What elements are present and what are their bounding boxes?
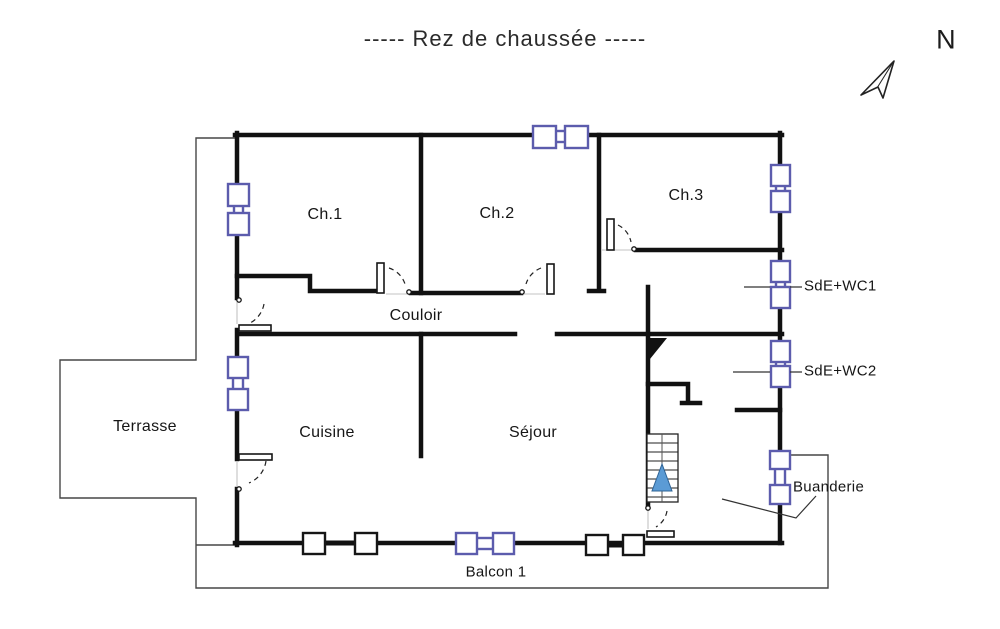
annotation-buanderie: Buanderie xyxy=(793,478,865,496)
room-label-couloir: Couloir xyxy=(389,307,443,324)
door-sejour-entry xyxy=(645,505,675,538)
room-label-sejour: Séjour xyxy=(508,424,558,441)
terrace-balcony-outline xyxy=(59,137,829,589)
window-sejour-bottom xyxy=(454,531,516,556)
window-ch1 xyxy=(226,182,251,237)
stairs-up-arrow-icon xyxy=(651,462,673,492)
room-label-cuisine: Cuisine xyxy=(299,424,355,441)
annotation-sde-wc2: SdE+WC2 xyxy=(804,362,877,380)
room-label-ch2: Ch.2 xyxy=(479,205,515,222)
wall-corner-marker xyxy=(650,338,667,359)
door-thresholds xyxy=(236,249,649,529)
window-ch2-top xyxy=(531,124,590,150)
window-buanderie xyxy=(768,449,792,506)
window-sde-wc2 xyxy=(769,339,792,389)
door-ch3 xyxy=(606,218,637,252)
door-ch1 xyxy=(376,262,412,295)
room-label-ch3: Ch.3 xyxy=(668,187,704,204)
annotation-sde-wc1: SdE+WC1 xyxy=(804,277,877,295)
wall-hook xyxy=(645,381,703,406)
door-terrasse-couloir xyxy=(236,297,272,332)
door-cuisine xyxy=(236,453,273,492)
page-title: ----- Rez de chaussée ----- xyxy=(363,26,647,51)
door-ch2 xyxy=(519,263,555,295)
window-cuisine xyxy=(226,355,250,412)
window-cuisine-bottom-dark xyxy=(301,531,379,556)
wall-ch2-ch3-divider xyxy=(586,132,607,294)
wall-ch1-south xyxy=(234,273,382,294)
north-label: N xyxy=(936,24,956,55)
room-label-balcon1: Balcon 1 xyxy=(465,563,527,581)
window-ch3 xyxy=(769,163,792,214)
north-arrow-icon xyxy=(860,60,895,99)
window-entry-bottom-dark xyxy=(584,533,646,557)
stairs xyxy=(646,433,679,503)
room-label-terrasse: Terrasse xyxy=(113,418,177,435)
window-sde-wc1 xyxy=(769,259,792,310)
leader-buanderie xyxy=(721,495,817,519)
room-label-ch1: Ch.1 xyxy=(307,206,343,223)
